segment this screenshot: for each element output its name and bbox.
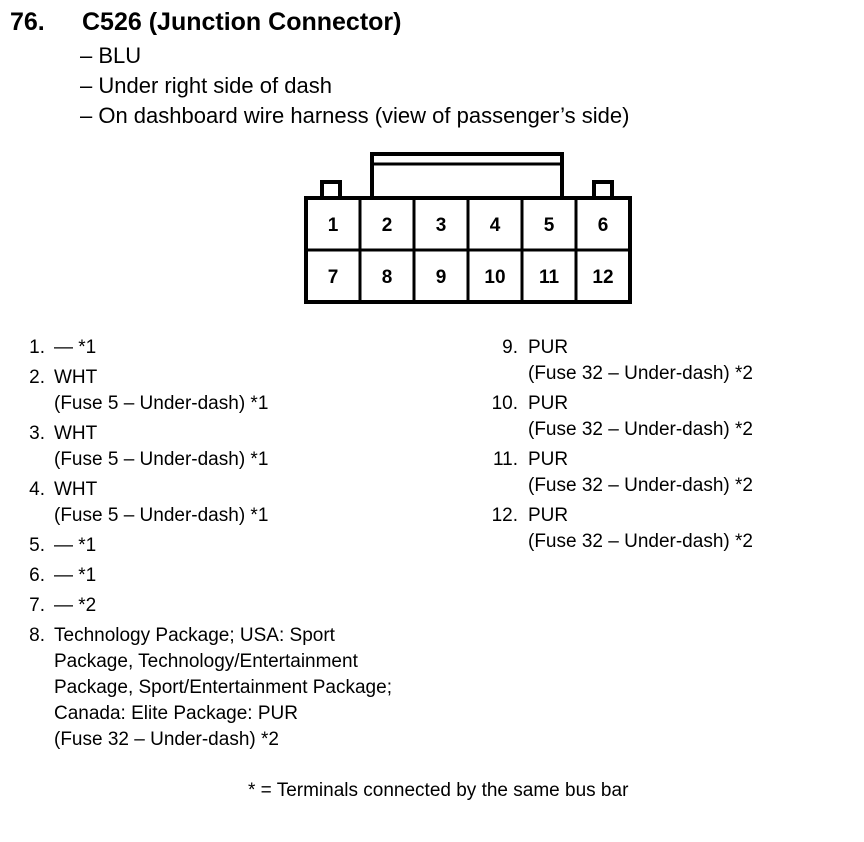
section-title: C526 (Junction Connector)	[82, 8, 402, 36]
pin-label: 3	[436, 215, 447, 236]
pin-label: 10	[484, 267, 505, 288]
terminal-text: — *1	[54, 565, 97, 586]
footnote: * = Terminals connected by the same bus …	[248, 780, 629, 801]
terminal-text: (Fuse 32 – Under-dash) *2	[54, 729, 279, 750]
terminal-text: (Fuse 5 – Under-dash) *1	[54, 505, 269, 526]
terminal-text: (Fuse 5 – Under-dash) *1	[54, 393, 269, 414]
terminal-text: PUR	[528, 449, 569, 470]
pin-label: 5	[544, 215, 555, 236]
pin-label: 7	[328, 267, 339, 288]
connector-right-nub	[592, 180, 614, 198]
terminal-text: PUR	[528, 505, 569, 526]
terminal-text: — *1	[54, 337, 97, 358]
terminal-text: (Fuse 32 – Under-dash) *2	[528, 363, 753, 384]
connector-harness: – On dashboard wire harness (view of pas…	[80, 103, 630, 128]
terminal-text: (Fuse 32 – Under-dash) *2	[528, 531, 753, 552]
terminal-number: 11.	[492, 449, 518, 470]
connector-left-nub	[320, 180, 342, 198]
pin-label: 8	[382, 267, 393, 288]
terminal-number: 4.	[29, 479, 45, 500]
terminal-text: WHT	[54, 423, 98, 444]
pin-label: 6	[598, 215, 609, 236]
connector-lock-tab	[370, 152, 564, 198]
terminal-text: Package, Technology/Entertainment	[54, 651, 358, 672]
terminal-text: (Fuse 32 – Under-dash) *2	[528, 419, 753, 440]
terminal-text: WHT	[54, 367, 98, 388]
terminal-text: WHT	[54, 479, 98, 500]
terminal-number: 7.	[29, 595, 45, 616]
terminal-number: 8.	[29, 625, 45, 646]
terminal-number: 1.	[29, 337, 45, 358]
terminal-number: 2.	[29, 367, 45, 388]
terminal-number: 12.	[491, 505, 518, 526]
connector-location: – Under right side of dash	[80, 73, 332, 98]
terminal-number: 10.	[491, 393, 518, 414]
terminal-text: (Fuse 32 – Under-dash) *2	[528, 475, 753, 496]
terminal-number: 3.	[29, 423, 45, 444]
terminal-text: Canada: Elite Package: PUR	[54, 703, 298, 724]
terminal-number: 5.	[29, 535, 45, 556]
pin-cavity	[574, 248, 632, 304]
pin-label: 9	[436, 267, 447, 288]
terminal-number: 9.	[502, 337, 518, 358]
pin-label: 4	[490, 215, 501, 236]
connector-color: – BLU	[80, 43, 142, 68]
terminal-text: Package, Sport/Entertainment Package;	[54, 677, 392, 698]
connector-diagram: 1 2 3 4 5 6 7 8 9 10 11 12	[304, 152, 632, 304]
pin-label: 1	[328, 215, 339, 236]
terminal-text: Technology Package; USA: Sport	[54, 625, 335, 646]
terminal-text: (Fuse 5 – Under-dash) *1	[54, 449, 269, 470]
terminal-number: 6.	[29, 565, 45, 586]
pin-label: 11	[539, 267, 560, 288]
terminal-text: — *2	[54, 595, 97, 616]
terminal-text: — *1	[54, 535, 97, 556]
pin-label: 2	[382, 215, 393, 236]
terminal-text: PUR	[528, 393, 569, 414]
pin-label: 12	[592, 267, 613, 288]
section-number: 76.	[10, 8, 45, 36]
terminal-text: PUR	[528, 337, 569, 358]
